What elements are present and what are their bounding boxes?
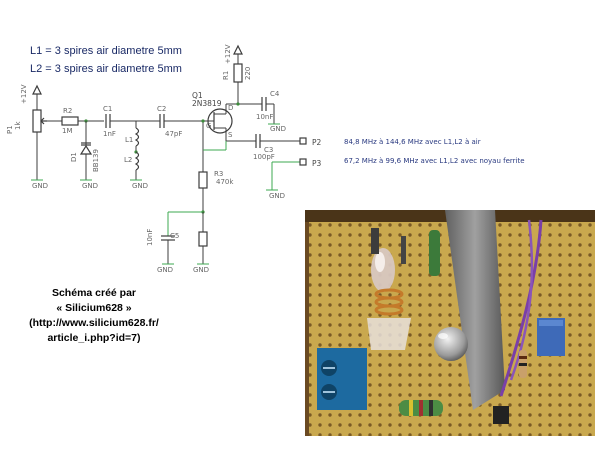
c3-value: 100pF [253, 153, 275, 161]
circuit-schematic: L1 = 3 spires air diametre 5mm L2 = 3 sp… [6, 44, 525, 274]
credit-line-3: (http://www.silicium628.fr/ [29, 317, 159, 329]
gnd-label-p1: GND [32, 182, 48, 190]
freq-range-air: 84,8 MHz à 144,6 MHz avec L1,L2 à air [344, 138, 481, 146]
resistor-r3 [198, 171, 208, 212]
supply-symbol-p1 [32, 84, 42, 110]
l2-label: L2 [124, 156, 132, 164]
credit-line-4: article_i.php?id=7) [47, 332, 141, 344]
credit-block: Schéma créé par « Silicium628 » (http://… [14, 286, 174, 346]
inductor-l1 [134, 121, 140, 152]
note-l1: L1 = 3 spires air diametre 5mm [30, 45, 182, 57]
resistor-r1 [226, 63, 262, 105]
q1-pin-s: S [228, 131, 233, 139]
gnd-label-l2: GND [132, 182, 148, 190]
c5-label: C5 [170, 232, 179, 240]
r1-label: R1 [222, 71, 230, 80]
r3-value: 470k [216, 178, 234, 186]
gnd-label-p3: GND [269, 192, 285, 200]
d1-value: BB139 [92, 149, 100, 172]
q1-pin-g: G [206, 122, 211, 130]
note-l2: L2 = 3 spires air diametre 5mm [30, 63, 182, 75]
gnd-label-c5: GND [157, 266, 173, 274]
potentiometer-p1 [32, 109, 47, 180]
credit-line-1: Schéma créé par [51, 287, 137, 299]
capacitor-c4 [261, 97, 280, 125]
l1-label: L1 [125, 136, 133, 144]
p1-value: 1k [14, 121, 22, 130]
gnd-label-c4: GND [270, 125, 286, 133]
d1-label: D1 [70, 152, 78, 162]
r1-value: 220 [244, 67, 252, 80]
freq-range-ferrite: 67,2 MHz à 99,6 MHz avec L1,L2 avec noya… [344, 157, 525, 165]
jfet-q1 [203, 104, 233, 141]
p3-label: P3 [312, 159, 322, 168]
q1-label: Q1 [192, 91, 203, 100]
c4-value: 10nF [256, 113, 273, 121]
port-p2 [299, 137, 307, 145]
gnd-label-r3: GND [193, 266, 209, 274]
q1-pin-d: D [228, 104, 233, 112]
vcc-label-r1: +12V [224, 44, 232, 64]
varicap-d1 [79, 121, 93, 180]
r2-value: 1M [62, 127, 73, 135]
c4-label: C4 [270, 90, 280, 98]
c2-label: C2 [157, 105, 166, 113]
c1-value: 1nF [103, 130, 116, 138]
capacitor-c3 [255, 134, 261, 148]
supply-symbol-r1 [233, 44, 243, 64]
c5-value: 10nF [146, 229, 154, 246]
inductor-l2 [134, 151, 140, 180]
gnd-label-d1: GND [82, 182, 98, 190]
r3-label: R3 [214, 170, 223, 178]
c3-label: C3 [264, 146, 273, 154]
p2-label: P2 [312, 138, 322, 147]
q1-value: 2N3819 [192, 99, 222, 108]
vcc-label-p1: +12V [20, 84, 28, 104]
resistor-r4 [197, 212, 209, 265]
credit-line-2: « Silicium628 » [56, 302, 132, 314]
c2-value: 47pF [165, 130, 182, 138]
capacitor-c5 [161, 235, 175, 265]
r2-label: R2 [63, 107, 72, 115]
capacitor-c1 [105, 114, 111, 128]
capacitor-c2 [159, 114, 165, 128]
port-p3 [299, 158, 307, 166]
resistor-r2 [61, 116, 79, 126]
p1-label: P1 [6, 125, 14, 134]
c1-label: C1 [103, 105, 112, 113]
circuit-board-photo [305, 210, 595, 436]
